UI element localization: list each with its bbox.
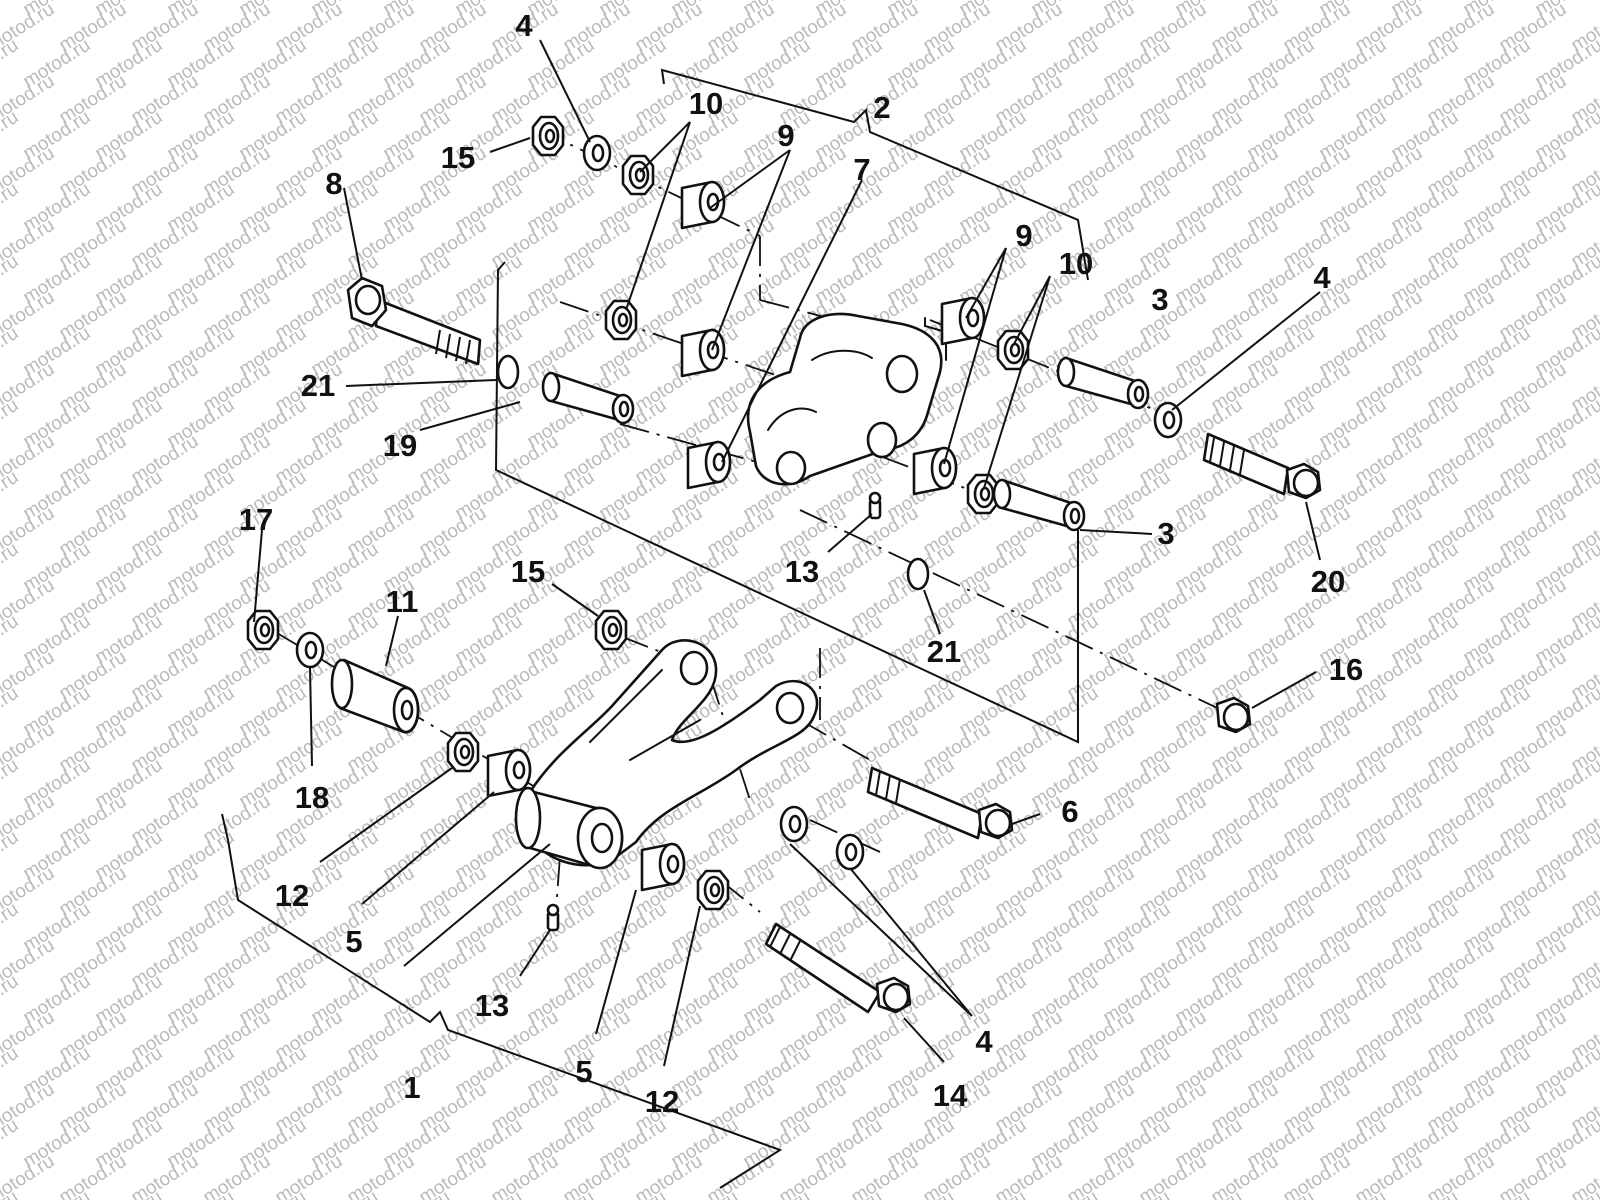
watermark-text: motod.ru: [0, 539, 22, 597]
bush-5-left: [486, 748, 532, 798]
callout-12: 12: [275, 878, 309, 913]
callout-8: 8: [325, 166, 342, 201]
watermark-text: motod.ru: [0, 179, 22, 237]
washer-18: [295, 631, 325, 669]
callout-20: 20: [1311, 564, 1345, 599]
nut-12-right: [696, 869, 730, 911]
callout-2: 2: [873, 90, 890, 125]
callout-15: 15: [441, 140, 475, 175]
nut-16: [1215, 696, 1252, 734]
callout-18: 18: [295, 780, 329, 815]
grease-nipple-13-lower: [546, 903, 560, 932]
callout-4: 4: [515, 8, 533, 43]
callout-3: 3: [1157, 516, 1174, 551]
watermark-text: motod.ru: [0, 251, 22, 309]
bush-9-upper-right-2: [912, 446, 958, 496]
callout-15: 15: [511, 554, 545, 589]
callout-7: 7: [853, 152, 870, 187]
bush-9-upper-right-1: [940, 296, 986, 346]
callout-1: 1: [403, 1070, 420, 1105]
watermark-text: motod.ru: [0, 1043, 22, 1101]
nut-12-left: [446, 731, 480, 773]
bush-9-upper-1: [680, 180, 726, 230]
watermark-text: motod.ru: [0, 395, 22, 453]
watermark-text: motod.ru: [0, 35, 22, 93]
watermark-text: motod.ru: [0, 755, 22, 813]
callout-6: 6: [1061, 794, 1078, 829]
washer-4-lower-1: [779, 805, 809, 843]
callout-5: 5: [345, 924, 362, 959]
watermark-text: motod.ru: [0, 971, 22, 1029]
callout-12: 12: [645, 1084, 679, 1119]
callout-13: 13: [785, 554, 819, 589]
callout-9: 9: [777, 118, 794, 153]
callout-14: 14: [933, 1078, 968, 1113]
callout-17: 17: [239, 502, 273, 537]
bush-7: [686, 440, 732, 490]
watermark-text: motod.ru: [0, 1115, 22, 1173]
callout-10: 10: [689, 86, 723, 121]
watermark-text: motod.ru: [0, 899, 22, 957]
watermark-text: motod.ru: [0, 467, 22, 525]
callout-3: 3: [1151, 282, 1168, 317]
bush-5-right: [640, 842, 686, 892]
washer-4-upper-left: [582, 134, 612, 172]
callout-13: 13: [475, 988, 509, 1023]
watermark-text: motod.ru: [0, 323, 22, 381]
callout-11: 11: [386, 584, 419, 619]
nut-15-upper: [531, 115, 565, 157]
washer-4-lower-2: [835, 833, 865, 871]
callout-5: 5: [575, 1054, 592, 1089]
lower-link-part: [514, 639, 819, 870]
nut-10-upper-1: [621, 154, 655, 196]
callout-21: 21: [301, 368, 335, 403]
washer-4-upper-right: [1153, 401, 1183, 439]
watermark-text: motod.ru: [0, 107, 22, 165]
callout-4: 4: [1313, 260, 1331, 295]
nut-15-lower: [594, 609, 628, 651]
nut-10-upper-2: [604, 299, 638, 341]
callout-10: 10: [1059, 246, 1093, 281]
callout-19: 19: [383, 428, 417, 463]
watermark-text: motod.ru: [0, 611, 22, 669]
callout-4: 4: [975, 1024, 993, 1059]
callout-9: 9: [1015, 218, 1032, 253]
callout-21: 21: [927, 634, 961, 669]
ring-21-lower: [906, 557, 930, 591]
watermark-text: motod.ru: [0, 683, 22, 741]
callout-16: 16: [1329, 652, 1363, 687]
nut-17: [246, 609, 280, 651]
watermark-text: motod.ru: [0, 827, 22, 885]
ring-21-upper: [496, 354, 520, 390]
